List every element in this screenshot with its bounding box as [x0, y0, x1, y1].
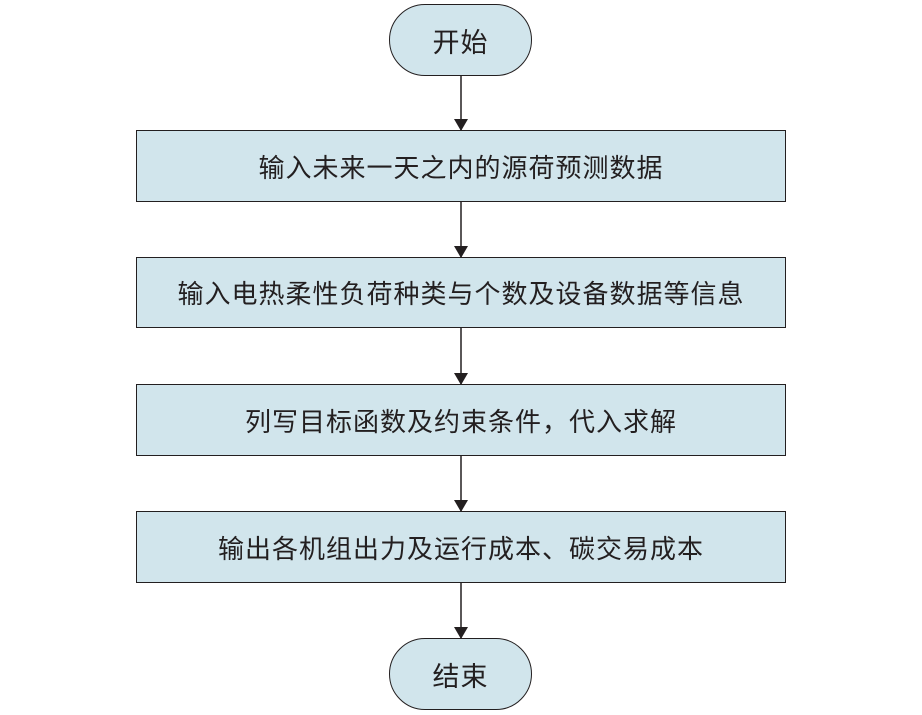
end-label: 结束: [432, 661, 489, 693]
step-3-label: 列写目标函数及约束条件，代入求解: [244, 407, 677, 438]
step-2-box: 输入电热柔性负荷种类与个数及设备数据等信息: [136, 257, 786, 328]
step-2-label: 输入电热柔性负荷种类与个数及设备数据等信息: [177, 280, 745, 310]
step-4-label: 输出各机组出力及运行成本、碳交易成本: [217, 534, 704, 565]
step-1-box: 输入未来一天之内的源荷预测数据: [136, 130, 786, 202]
step-3-box: 列写目标函数及约束条件，代入求解: [136, 384, 786, 456]
step-1-label: 输入未来一天之内的源荷预测数据: [258, 153, 664, 184]
start-label: 开始: [432, 27, 489, 59]
step-4-box: 输出各机组出力及运行成本、碳交易成本: [136, 511, 786, 583]
start-node: 开始: [389, 4, 532, 76]
end-node: 结束: [389, 638, 532, 710]
